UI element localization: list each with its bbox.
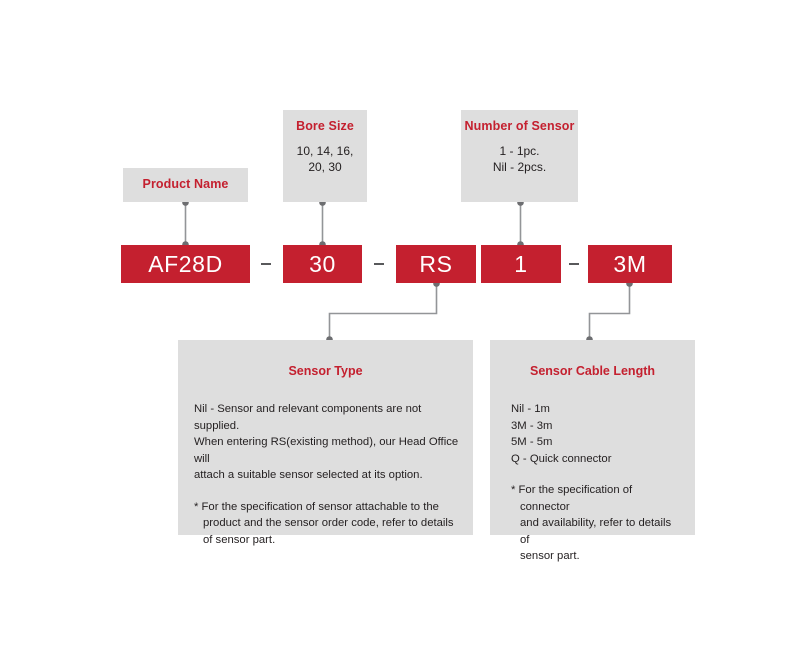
panel-sensor-cable-length: Sensor Cable Length Nil - 1m 3M - 3m 5M … [490, 340, 695, 562]
descriptor-line: 1 - 1pc. [499, 144, 540, 158]
descriptor-lines-number-of-sensor: 1 - 1pc. Nil - 2pcs. [461, 143, 578, 175]
code-segment-value: AF28D [148, 250, 223, 277]
code-separator-3 [569, 263, 579, 265]
panel-title-sensor-cable-length: Sensor Cable Length [529, 364, 656, 378]
panel-paragraph: Nil - 1m 3M - 3m 5M - 5m Q - Quick conne… [511, 401, 681, 467]
panel-body-sensor-cable-length: Nil - 1m 3M - 3m 5M - 5m Q - Quick conne… [490, 401, 695, 565]
panel-body-sensor-type: Nil - Sensor and relevant components are… [178, 401, 473, 548]
code-segment-bore-size[interactable]: 30 [283, 245, 362, 283]
panel-note-line: product and the sensor order code, refer… [203, 517, 454, 529]
code-segment-product-name[interactable]: AF28D [121, 245, 250, 283]
panel-note: * For the specification of connector and… [511, 482, 681, 565]
panel-note-line: * For the specification of sensor attach… [194, 500, 439, 513]
descriptor-box-number-of-sensor: Number of Sensor 1 - 1pc. Nil - 2pcs. [461, 110, 578, 202]
panel-paragraph-line: 3M - 3m [511, 419, 553, 432]
code-separator-2 [374, 263, 384, 265]
panel-note-line: of sensor part. [203, 533, 276, 546]
panel-paragraph-line: When entering RS(existing method), our H… [194, 436, 459, 465]
panel-paragraph-line: attach a suitable sensor selected at its… [194, 469, 423, 481]
panel-paragraph-line: Nil - Sensor and relevant components are… [194, 403, 422, 432]
code-segment-value: 1 [514, 250, 528, 277]
panel-paragraph-line: Nil - 1m [511, 403, 550, 415]
descriptor-line: 10, 14, 16, [296, 144, 354, 158]
code-separator-1 [261, 263, 271, 265]
code-segment-value: RS [419, 250, 453, 277]
panel-title-sensor-type: Sensor Type [288, 364, 363, 378]
panel-note-line: * For the specification of connector [511, 484, 633, 513]
descriptor-title-number-of-sensor: Number of Sensor [464, 119, 575, 133]
descriptor-lines-bore-size: 10, 14, 16, 20, 30 [283, 143, 367, 175]
descriptor-title-product-name: Product Name [142, 177, 229, 191]
wire-sensor-cable-length [588, 283, 631, 340]
code-segment-number-of-sensor[interactable]: 1 [481, 245, 561, 283]
code-segment-sensor-type[interactable]: RS [396, 245, 476, 283]
descriptor-box-bore-size: Bore Size 10, 14, 16, 20, 30 [283, 110, 367, 202]
descriptor-title-bore-size: Bore Size [296, 119, 354, 133]
descriptor-box-product-name: Product Name [123, 168, 248, 202]
code-segment-sensor-cable-length[interactable]: 3M [588, 245, 672, 283]
panel-note: * For the specification of sensor attach… [194, 499, 459, 549]
panel-paragraph-line: 5M - 5m [511, 436, 553, 448]
wire-sensor-type [328, 283, 438, 340]
code-segment-value: 3M [613, 250, 647, 277]
descriptor-line: 20, 30 [308, 160, 342, 174]
descriptor-line: Nil - 2pcs. [492, 160, 547, 174]
panel-paragraph-line: Q - Quick connector [511, 452, 612, 465]
panel-sensor-type: Sensor Type Nil - Sensor and relevant co… [178, 340, 473, 546]
panel-paragraph: Nil - Sensor and relevant components are… [194, 401, 459, 484]
code-segment-value: 30 [309, 250, 336, 277]
panel-note-line: and availability, refer to details of [520, 517, 672, 546]
panel-note-line: sensor part. [520, 550, 580, 562]
